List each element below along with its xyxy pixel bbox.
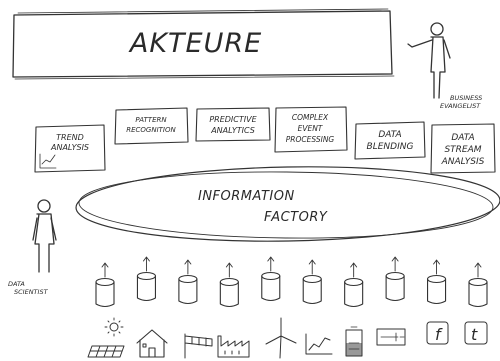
twitter-glyph: t (471, 325, 478, 344)
data-scientist-label-2: SCIENTIST (14, 288, 49, 296)
upload-arrow-icon (308, 259, 316, 275)
data-scientist-label-1: DATA (8, 280, 25, 288)
page-title: AKTEURE (128, 28, 262, 59)
method-label-line: PROCESSING (286, 135, 335, 144)
title-banner: AKTEURE (12, 8, 395, 80)
upload-arrow-icon (101, 262, 109, 278)
database-cylinder (136, 256, 156, 302)
upload-arrow-icon (433, 259, 441, 275)
method-label-line: COMPLEX (292, 113, 329, 122)
method-label-line: STREAM (444, 145, 481, 155)
database-cylinder (178, 259, 198, 305)
wind-turbine-icon (265, 317, 297, 359)
trend-chart-icon (39, 153, 57, 169)
business-evangelist-label-1: BUSINESS (450, 94, 482, 102)
business-evangelist-label-2: EVANGELIST (440, 102, 481, 110)
database-cylinder (427, 259, 447, 305)
method-box-pattern-recognition: PATTERN RECOGNITION (114, 107, 189, 145)
upload-arrow-icon (350, 262, 358, 278)
method-label-line: ANALYSIS (50, 143, 89, 152)
information-factory: INFORMATION FACTORY (75, 166, 500, 242)
database-cylinder (385, 256, 405, 302)
upload-arrow-icon (225, 262, 233, 278)
method-label-line: BLENDING (367, 142, 414, 152)
method-label-line: RECOGNITION (126, 126, 176, 134)
method-box-predictive-analytics: PREDICTIVE ANALYTICS (195, 107, 271, 142)
database-cylinder (219, 262, 239, 308)
source-icons: f t (87, 317, 488, 359)
twitter-icon: t (464, 321, 488, 345)
meter-icon (376, 328, 406, 346)
method-label-line: DATA (451, 133, 474, 143)
database-cylinder (95, 262, 115, 308)
method-box-data-blending: DATA BLENDING (354, 121, 426, 160)
method-label-line: TREND (56, 133, 84, 142)
method-label-line: EVENT (298, 124, 324, 133)
method-label-line: ANALYTICS (210, 126, 255, 135)
upload-arrow-icon (184, 259, 192, 275)
chart-icon (305, 333, 333, 355)
method-label-line: DATA (378, 130, 401, 140)
solar-panel-icon (87, 345, 125, 358)
upload-arrow-icon (391, 256, 399, 272)
upload-arrow-icon (474, 262, 482, 278)
method-box-complex-event-processing: COMPLEX EVENT PROCESSING (274, 106, 348, 153)
upload-arrow-icon (142, 256, 150, 272)
factory-icon (217, 335, 250, 358)
database-row (95, 256, 488, 308)
database-cylinder (302, 259, 322, 305)
method-label-line: PATTERN (135, 116, 167, 124)
method-boxes: TREND ANALYSIS PATTERN RECOGNITION PREDI… (34, 106, 496, 174)
sun-icon (104, 317, 124, 337)
method-box-data-stream-analysis: DATA STREAM ANALYSIS (430, 123, 496, 174)
factory-label-2: FACTORY (264, 210, 328, 225)
database-cylinder (261, 256, 281, 302)
data-scientist-figure: DATA SCIENTIST (8, 199, 57, 296)
method-label-line: ANALYSIS (441, 157, 485, 167)
facebook-glyph: f (435, 325, 443, 344)
business-evangelist-figure: BUSINESS EVANGELIST (407, 22, 482, 110)
method-label-line: PREDICTIVE (209, 115, 257, 124)
battery-icon (345, 326, 363, 357)
house-icon (136, 329, 168, 358)
method-box-trend-analysis: TREND ANALYSIS (34, 124, 106, 173)
facebook-icon: f (426, 321, 449, 345)
database-cylinder (344, 262, 364, 308)
windsock-icon (184, 333, 213, 359)
upload-arrow-icon (267, 256, 275, 272)
factory-label-1: INFORMATION (198, 189, 295, 204)
database-cylinder (468, 262, 488, 308)
